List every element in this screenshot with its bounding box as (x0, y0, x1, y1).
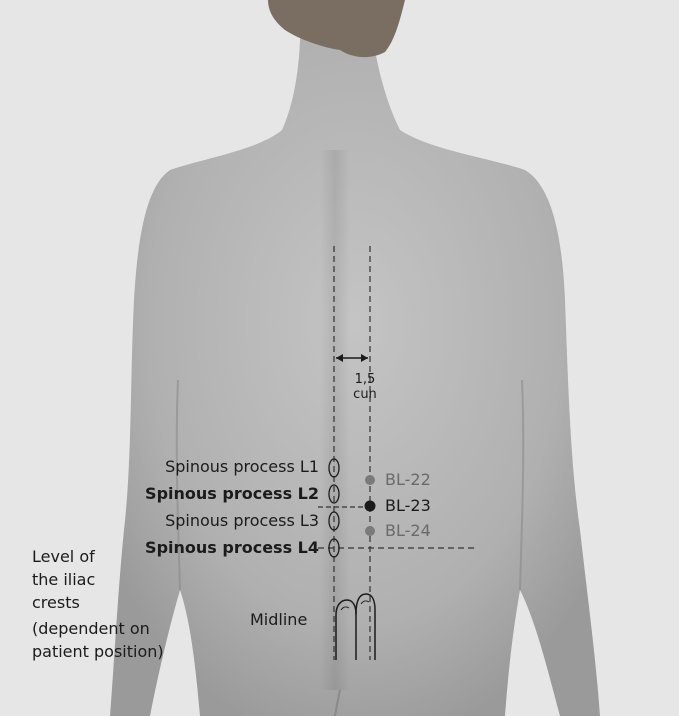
label-l2: Spinous process L2 (145, 485, 319, 503)
label-midline: Midline (250, 611, 307, 629)
label-bl24: BL-24 (385, 522, 431, 540)
iliac-label-line2: the iliac (32, 571, 95, 589)
hair (268, 0, 405, 57)
label-bl23: BL-23 (385, 497, 431, 515)
bl23-point (365, 501, 376, 512)
label-l3: Spinous process L3 (165, 512, 319, 530)
bl22-point (365, 475, 375, 485)
label-bl22: BL-22 (385, 471, 431, 489)
distance-value: 1,5 (345, 372, 385, 387)
label-l4: Spinous process L4 (145, 539, 319, 557)
bl24-point (365, 526, 375, 536)
distance-unit: cun (345, 387, 385, 402)
iliac-label-line1: Level of (32, 548, 95, 566)
iliac-label-line3: crests (32, 594, 80, 612)
iliac-label-line5: patient position) (32, 643, 164, 661)
iliac-label-line4: (dependent on (32, 620, 150, 638)
label-l1: Spinous process L1 (165, 458, 319, 476)
